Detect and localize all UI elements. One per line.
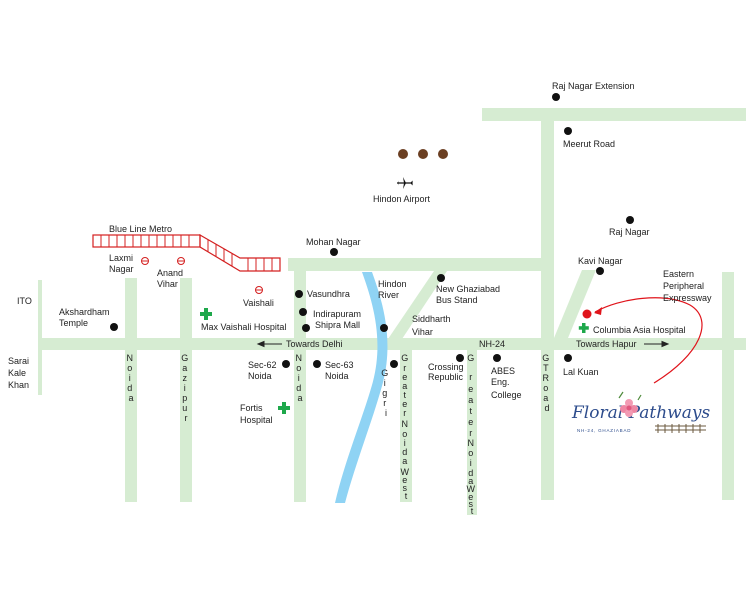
road-nh24 [40, 338, 746, 350]
road-label-gigri: G i g r i [381, 368, 391, 418]
label-akshardham: Akshardham Temple [59, 307, 112, 328]
label-max-vaishali-hospital: Max Vaishali Hospital [201, 322, 286, 332]
label-sarai-kale-khan: Sarai Kale Khan [8, 356, 32, 390]
dot-raj-nagar [626, 216, 634, 224]
label-vasundhra: Vasundhra [307, 289, 350, 299]
label-sec63: Sec-63 Noida [325, 360, 356, 381]
road-noida [125, 278, 137, 502]
vertical-road-labels: N o i d a G a z i p u r N o i d a G i g … [126, 353, 552, 516]
label-ito: ITO [17, 296, 32, 306]
hospital-icon [578, 323, 589, 333]
road-label-greater-noida-west-2: G r e a t e r N o i d a W e s t [466, 353, 477, 516]
label-bus-stand: New Ghaziabad Bus Stand [436, 284, 503, 305]
label-meerut-road: Meerut Road [563, 139, 615, 149]
dot-shipra-mall [302, 324, 310, 332]
arrow-right-icon [644, 340, 670, 348]
dot-indirapuram [299, 308, 307, 316]
label-lal-kuan: Lal Kuan [563, 367, 599, 377]
dot-mohan-nagar [330, 248, 338, 256]
dot-abes [493, 354, 501, 362]
metro-station-icon [255, 286, 263, 294]
dot-akshardham [110, 323, 118, 331]
dot-meerut-road [564, 127, 572, 135]
road-label-noida-2: N o i d a [295, 353, 304, 403]
label-siddharth-vihar: Siddharth Vihar [412, 314, 453, 337]
brand-tagline: NH-24, GHAZIABAD [577, 428, 631, 433]
brand-name: Floral Pathways [571, 403, 710, 423]
road-eastern-vertical [722, 272, 734, 500]
hospital-icon [200, 308, 212, 320]
road-label-gt-road: G T R o a d [542, 353, 552, 413]
road-label-greater-noida-west-1: G r e a t e r N o i d a W e s t [400, 353, 411, 501]
label-raj-nagar-extension: Raj Nagar Extension [552, 81, 635, 91]
dot-bus-stand [437, 274, 445, 282]
brown-dots [398, 149, 448, 159]
dot-crossing-republic [456, 354, 464, 362]
dot-sec63 [313, 360, 321, 368]
label-mohan-nagar: Mohan Nagar [306, 237, 361, 247]
hospital-icon [278, 402, 290, 414]
dot-siddharth-vihar [380, 324, 388, 332]
metro-station-icon [141, 257, 149, 265]
label-crossing-republic: Crossing Republic [428, 362, 466, 382]
label-abes: ABES Eng. College [491, 366, 522, 400]
label-indirapuram: Indirapuram Shipra Mall [313, 309, 364, 330]
road-greater-noida-west-1 [400, 350, 412, 502]
label-towards-hapur: Towards Hapur [576, 339, 637, 349]
label-hindon-river: Hindon River [378, 279, 409, 300]
metro-station-icon [177, 257, 185, 265]
project-location-marker [582, 309, 592, 319]
road-ito [38, 280, 42, 395]
label-hindon-airport: Hindon Airport [373, 194, 431, 204]
brand-logo: Floral Pathways NH-24, GHAZIABAD [571, 391, 710, 433]
road-network [38, 108, 746, 515]
flower-icon [618, 391, 642, 417]
fence-icon [655, 424, 706, 433]
road-label-noida: N o i d a [126, 353, 135, 403]
arrow-head-icon [594, 307, 602, 315]
label-sec62: Sec-62 Noida [248, 360, 279, 381]
label-kavi-nagar: Kavi Nagar [578, 256, 623, 266]
label-columbia-asia-hospital: Columbia Asia Hospital [593, 325, 686, 335]
metro-line [92, 233, 281, 272]
label-blue-line-metro: Blue Line Metro [109, 224, 172, 234]
road-diagonal-kavi-nagar [554, 270, 596, 338]
road-gt [541, 120, 554, 500]
label-vaishali: Vaishali [243, 298, 274, 308]
road-raj-nagar-extension [482, 108, 746, 121]
dot-gigri [390, 360, 398, 368]
label-eastern-peripheral: Eastern Peripheral Expressway [663, 269, 712, 303]
map-labels: Raj Nagar Extension Meerut Road Hindon A… [8, 81, 712, 425]
project-pointer-arrow [594, 297, 703, 384]
dot-sec62 [282, 360, 290, 368]
label-nh24: NH-24 [479, 339, 505, 349]
label-anand-vihar: Anand Vihar [157, 268, 186, 289]
road-diagonal-bus-stand [388, 271, 447, 339]
label-towards-delhi: Towards Delhi [286, 339, 343, 349]
road-label-gazipur: G a z i p u r [181, 353, 191, 423]
airplane-icon [397, 177, 413, 189]
road-mohan-nagar [288, 258, 546, 271]
dot-raj-nagar-extension [552, 93, 560, 101]
road-greater-noida-west-2 [467, 350, 477, 515]
label-raj-nagar: Raj Nagar [609, 227, 650, 237]
location-dots [110, 93, 634, 368]
dot-vasundhra [295, 290, 303, 298]
dot-lal-kuan [564, 354, 572, 362]
road-gazipur [180, 278, 192, 502]
dot-kavi-nagar [596, 267, 604, 275]
hindon-river [335, 272, 388, 503]
arrow-left-icon [256, 340, 282, 348]
label-laxmi-nagar: Laxmi Nagar [109, 253, 136, 274]
label-fortis-hospital: Fortis Hospital [240, 403, 273, 425]
